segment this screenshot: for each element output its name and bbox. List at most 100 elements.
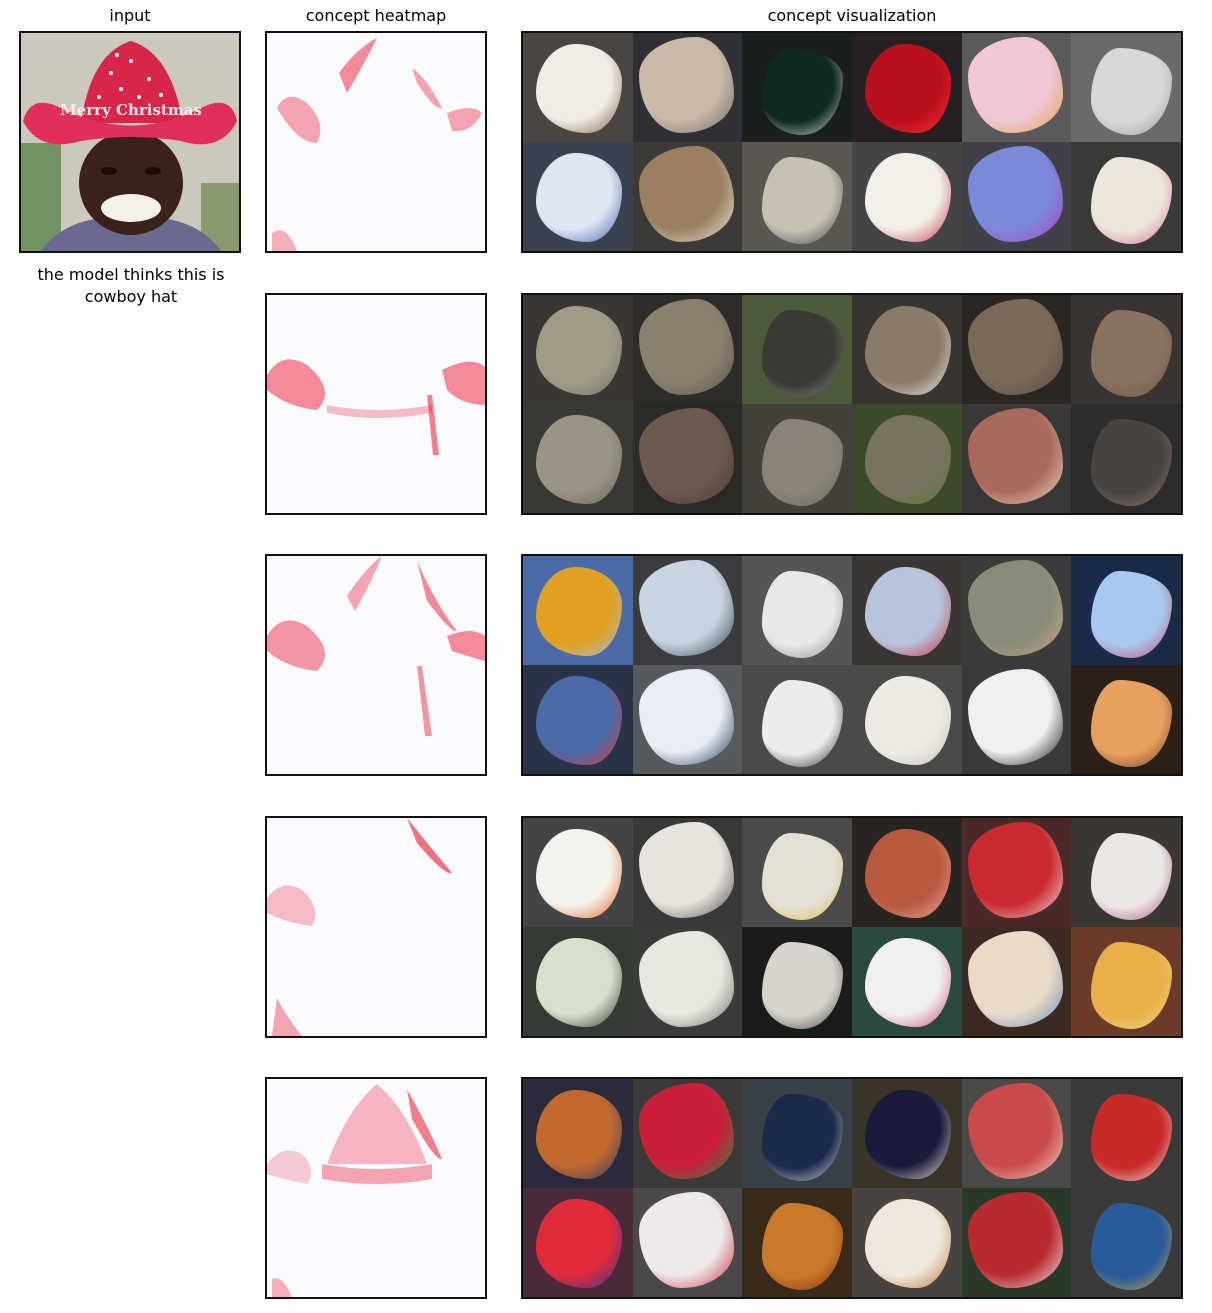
heatmap-activation-region [272, 230, 297, 251]
concept-example-tile [851, 1188, 962, 1297]
concept-patch [1091, 680, 1173, 768]
heatmap-activation-region [407, 818, 452, 874]
concept-patch [1091, 157, 1173, 245]
heatmap-activation-region [327, 405, 432, 418]
concept-patch [639, 37, 734, 134]
concept-patch [865, 1198, 951, 1289]
concept-example-tile [742, 818, 852, 927]
heatmap-column-title: concept heatmap [305, 6, 447, 25]
concept-example-tile [851, 1079, 962, 1188]
concept-example-tile [961, 1079, 1072, 1188]
concept-example-tile [1071, 665, 1181, 774]
concept-patch [762, 833, 844, 921]
concept-patch [865, 152, 951, 243]
concept-patch [865, 828, 951, 919]
concept-example-tile [632, 556, 743, 665]
visualization-column-title: concept visualization [767, 6, 937, 25]
input-photo-drawing: Merry Christmas [21, 33, 239, 251]
heatmap-5-drawing [267, 1084, 442, 1297]
heatmap-activation-region [339, 38, 377, 93]
concept-example-tile [851, 818, 962, 927]
heatmap-activation-region [427, 395, 439, 455]
concept-heatmap-1 [265, 31, 487, 253]
concept-patch [536, 414, 622, 505]
heatmap-activation-region [417, 561, 457, 632]
concept-example-tile [1071, 1079, 1181, 1188]
input-image: Merry Christmas [19, 31, 241, 253]
heatmap-activation-region [407, 1089, 442, 1160]
concept-visualization-5 [521, 1077, 1183, 1299]
concept-patch [968, 408, 1063, 505]
concept-example-tile [742, 927, 852, 1036]
concept-example-tile [961, 1188, 1072, 1297]
concept-patch [536, 828, 622, 919]
concept-example-tile [961, 33, 1072, 142]
heatmap-4-drawing [267, 818, 452, 1036]
heatmap-activation-region [442, 361, 485, 405]
concept-example-tile [851, 295, 962, 404]
concept-patch [536, 152, 622, 243]
concept-patch [1091, 571, 1173, 659]
concept-example-tile [742, 404, 852, 513]
concept-patch [536, 937, 622, 1028]
concept-patch [968, 299, 1063, 396]
concept-patch [536, 43, 622, 134]
concept-visualization-3 [521, 554, 1183, 776]
concept-example-tile [1071, 927, 1181, 1036]
concept-patch [968, 560, 1063, 657]
concept-visualization-4 [521, 816, 1183, 1038]
concept-example-tile [523, 295, 633, 404]
concept-patch [865, 675, 951, 766]
concept-example-tile [523, 818, 633, 927]
concept-patch [762, 1203, 844, 1291]
concept-example-tile [742, 1188, 852, 1297]
concept-example-tile [851, 404, 962, 513]
concept-example-tile [523, 404, 633, 513]
concept-example-tile [523, 142, 633, 251]
concept-example-tile [523, 1188, 633, 1297]
concept-patch [536, 675, 622, 766]
concept-example-tile [632, 33, 743, 142]
heatmap-activation-region [272, 1278, 292, 1297]
concept-example-tile [632, 1188, 743, 1297]
concept-example-tile [1071, 295, 1181, 404]
concept-patch [639, 1083, 734, 1180]
concept-patch [968, 37, 1063, 134]
concept-patch [1091, 1203, 1173, 1291]
concept-example-tile [632, 142, 743, 251]
heatmap-activation-region [267, 1150, 311, 1184]
concept-example-tile [523, 1079, 633, 1188]
concept-patch [762, 310, 844, 398]
heatmap-activation-region [412, 68, 442, 109]
concept-patch [1091, 942, 1173, 1030]
heatmap-activation-region [267, 885, 316, 926]
concept-patch [968, 669, 1063, 766]
concept-example-tile [523, 665, 633, 774]
concept-patch [762, 942, 844, 1030]
heatmap-activation-region [447, 108, 482, 132]
concept-example-tile [742, 665, 852, 774]
heatmap-activation-region [272, 998, 302, 1036]
concept-example-tile [1071, 818, 1181, 927]
concept-example-tile [632, 295, 743, 404]
concept-heatmap-2 [265, 293, 487, 515]
concept-example-tile [961, 295, 1072, 404]
concept-example-tile [523, 556, 633, 665]
concept-patch [1091, 1094, 1173, 1182]
concept-patch [639, 408, 734, 505]
concept-example-tile [742, 295, 852, 404]
concept-example-tile [851, 556, 962, 665]
concept-heatmap-4 [265, 816, 487, 1038]
concept-patch [968, 822, 1063, 919]
concept-example-tile [523, 33, 633, 142]
hat-lettering: Merry Christmas [60, 101, 202, 119]
concept-example-tile [851, 665, 962, 774]
concept-example-tile [1071, 556, 1181, 665]
concept-patch [762, 571, 844, 659]
concept-patch [639, 822, 734, 919]
concept-example-tile [742, 142, 852, 251]
concept-visualization-1 [521, 31, 1183, 253]
concept-example-tile [1071, 1188, 1181, 1297]
concept-example-tile [632, 927, 743, 1036]
concept-patch [865, 305, 951, 396]
